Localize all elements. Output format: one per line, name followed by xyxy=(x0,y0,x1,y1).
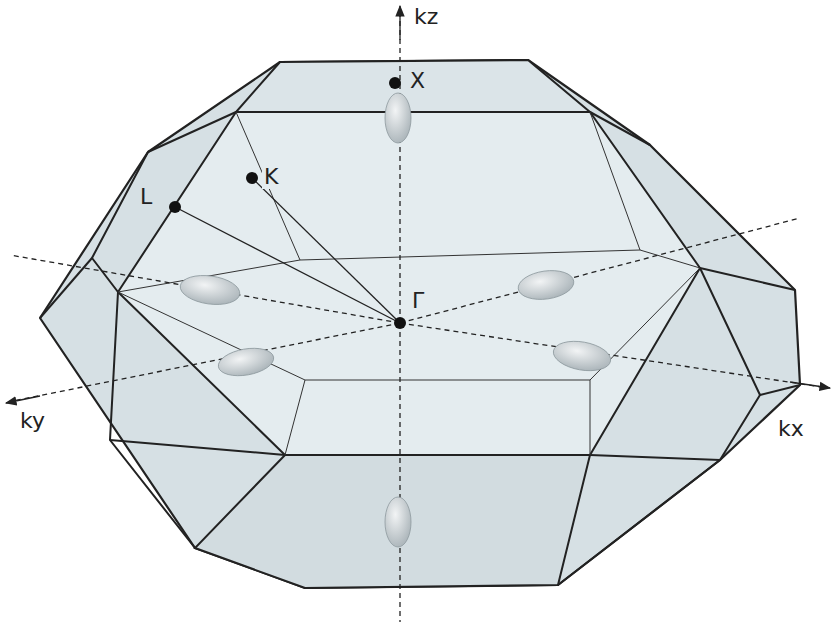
point-label: Γ xyxy=(410,290,426,312)
label-text: kz xyxy=(412,4,440,29)
label-text: X xyxy=(408,68,427,93)
label-text: ky xyxy=(18,408,47,433)
zone-outline xyxy=(40,60,800,588)
face-edges xyxy=(40,112,800,585)
symmetry-points xyxy=(169,77,406,329)
hexagon-face xyxy=(118,112,700,455)
square-face xyxy=(236,60,590,112)
point-label: X xyxy=(408,70,427,92)
valley-ellipsoids xyxy=(178,93,613,547)
axis-lines xyxy=(6,6,830,622)
point-label: L xyxy=(138,186,154,208)
axis-label: kz xyxy=(412,6,440,28)
axis-label: kx xyxy=(776,418,806,440)
face-lines xyxy=(118,112,700,455)
label-text: Γ xyxy=(410,288,426,313)
label-text: kx xyxy=(776,416,806,441)
point-label: K xyxy=(262,166,280,188)
label-text: K xyxy=(262,164,280,189)
axis-label: ky xyxy=(18,410,47,432)
square-face xyxy=(195,455,590,588)
label-text: L xyxy=(138,184,154,209)
